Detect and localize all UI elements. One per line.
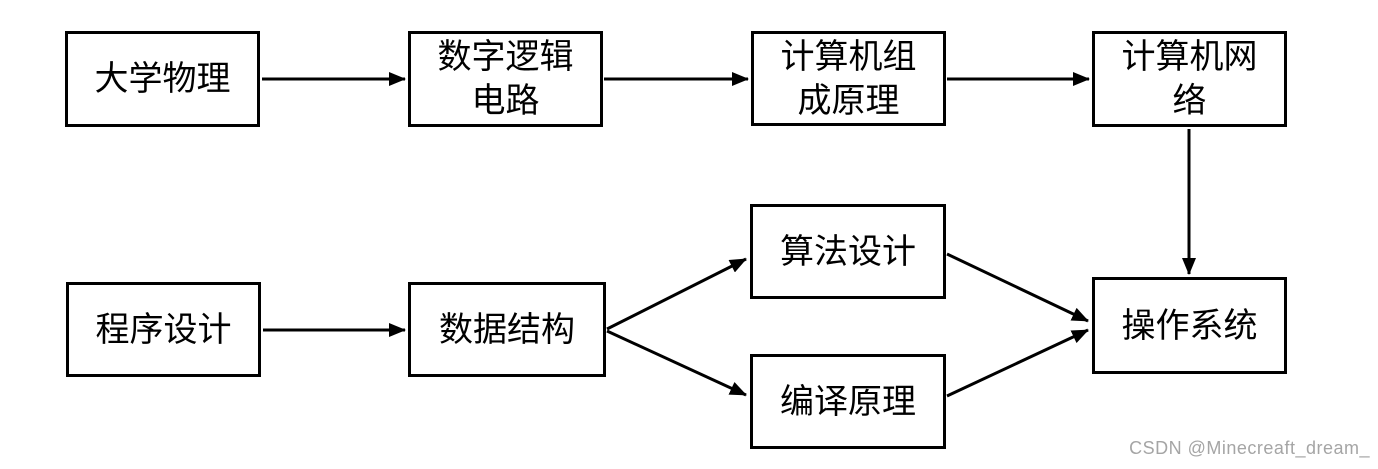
node-digital-logic-circuits: 数字逻辑 电路 (408, 31, 603, 127)
node-compiler-principles: 编译原理 (750, 354, 946, 449)
node-algorithm-design: 算法设计 (750, 204, 946, 299)
node-operating-system: 操作系统 (1092, 277, 1287, 374)
node-data-structures: 数据结构 (408, 282, 606, 377)
edge-data-structures-to-algorithm (606, 257, 747, 331)
node-university-physics: 大学物理 (65, 31, 260, 127)
edge-data-structures-to-compiler (606, 329, 747, 397)
node-computer-network: 计算机网 络 (1092, 31, 1287, 127)
csdn-watermark: CSDN @Minecreaft_dream_ (1129, 438, 1370, 458)
edge-compiler-to-os (946, 328, 1089, 398)
node-programming: 程序设计 (66, 282, 261, 377)
node-computer-organization: 计算机组 成原理 (751, 31, 946, 126)
edge-algorithm-to-os (946, 252, 1089, 323)
